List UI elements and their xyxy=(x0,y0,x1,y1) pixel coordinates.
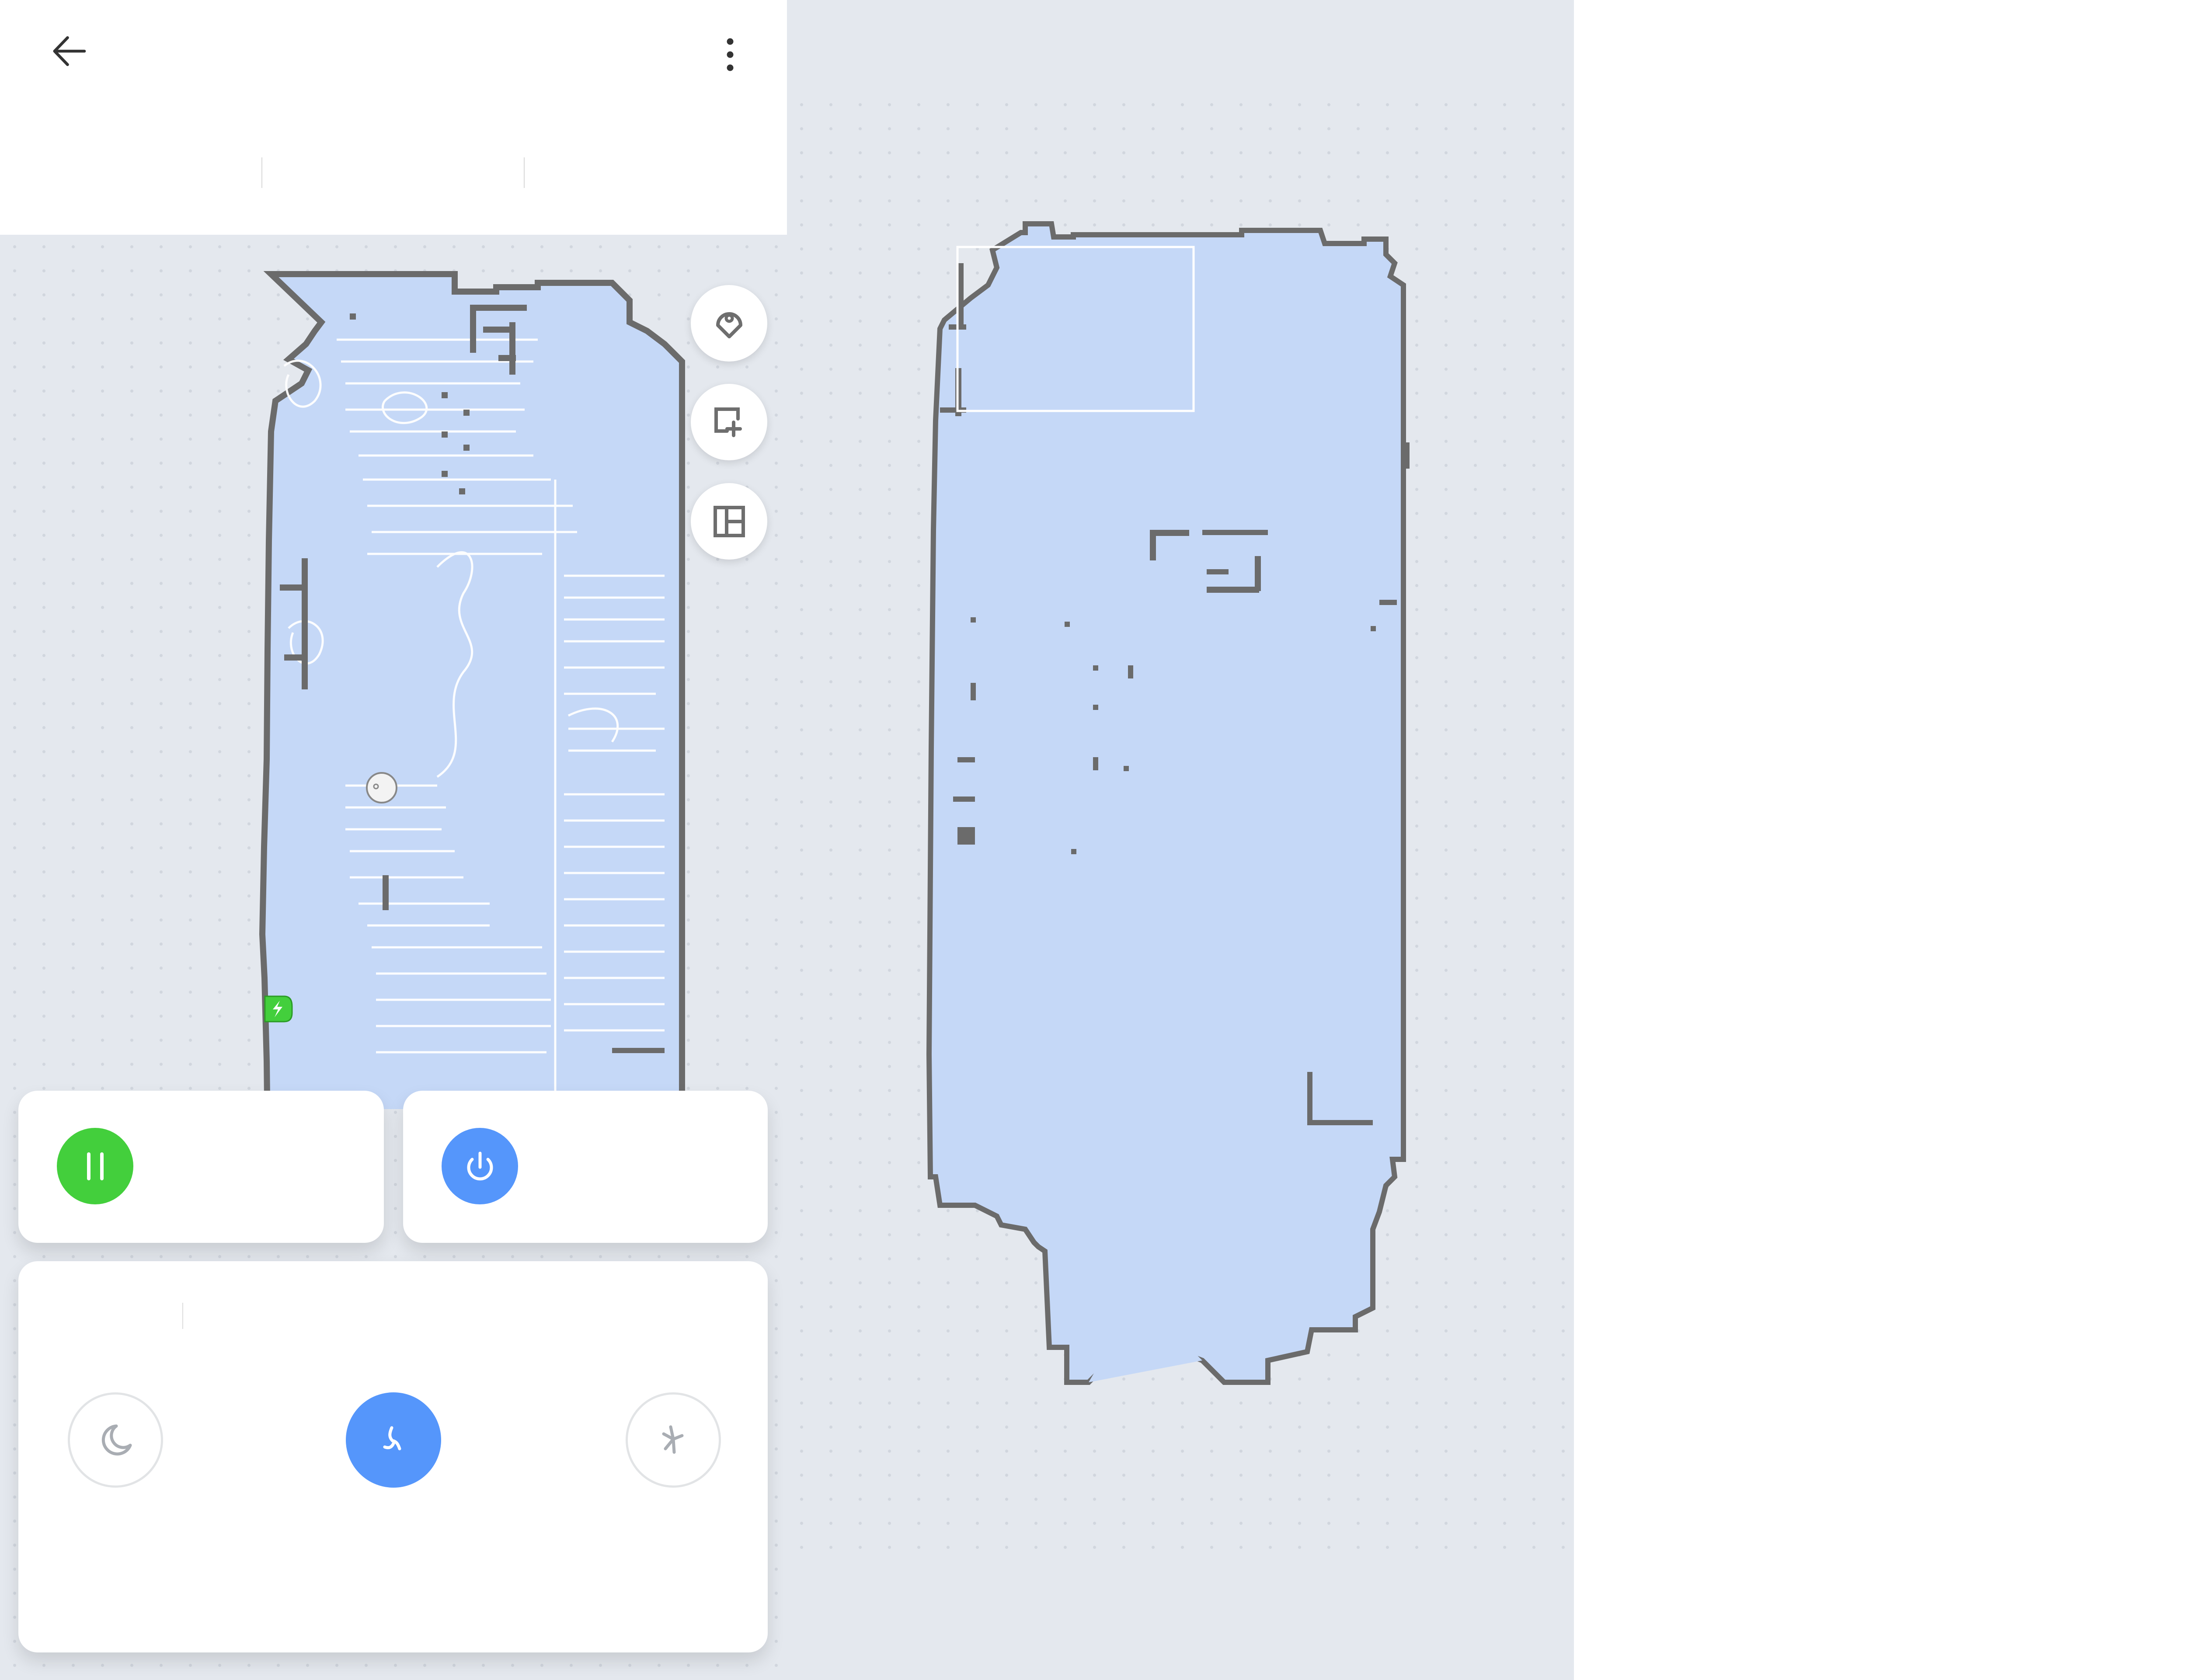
moon-icon xyxy=(68,1392,163,1488)
room-layout-button[interactable] xyxy=(691,483,767,560)
virtual-wall-screen xyxy=(787,0,1574,1680)
room-layout-icon xyxy=(713,505,745,537)
continue-button[interactable] xyxy=(403,1091,768,1243)
intensity-card xyxy=(18,1261,768,1652)
mode-strong[interactable] xyxy=(621,1392,726,1514)
pause-recharge-button[interactable] xyxy=(18,1091,384,1243)
fan-icon xyxy=(346,1392,441,1488)
stat-battery xyxy=(525,131,787,153)
virtual-wall-map[interactable] xyxy=(787,93,1574,1550)
more-options-icon[interactable] xyxy=(717,35,743,74)
divider xyxy=(182,1303,183,1329)
divider xyxy=(524,157,525,188)
power-icon xyxy=(442,1128,518,1204)
stat-clean-area xyxy=(0,131,262,153)
add-zone-button[interactable] xyxy=(691,384,767,460)
robot-marker-icon xyxy=(366,772,397,803)
pause-icon xyxy=(57,1128,133,1204)
mode-quiet[interactable] xyxy=(63,1392,168,1514)
fan-strong-icon xyxy=(626,1392,721,1488)
robot-home-screen xyxy=(0,0,787,1680)
zone-selection-frame xyxy=(956,246,1195,412)
locate-robot-button[interactable] xyxy=(691,285,767,362)
divider xyxy=(261,157,262,188)
cleaning-map[interactable] xyxy=(0,235,787,1109)
header xyxy=(0,0,787,235)
mode-standard[interactable] xyxy=(341,1392,446,1510)
add-zone-icon xyxy=(714,407,742,437)
charging-dock-icon xyxy=(264,995,293,1023)
stat-clean-time xyxy=(262,131,525,153)
back-arrow-icon[interactable] xyxy=(46,27,94,75)
location-pin-icon xyxy=(716,312,742,338)
